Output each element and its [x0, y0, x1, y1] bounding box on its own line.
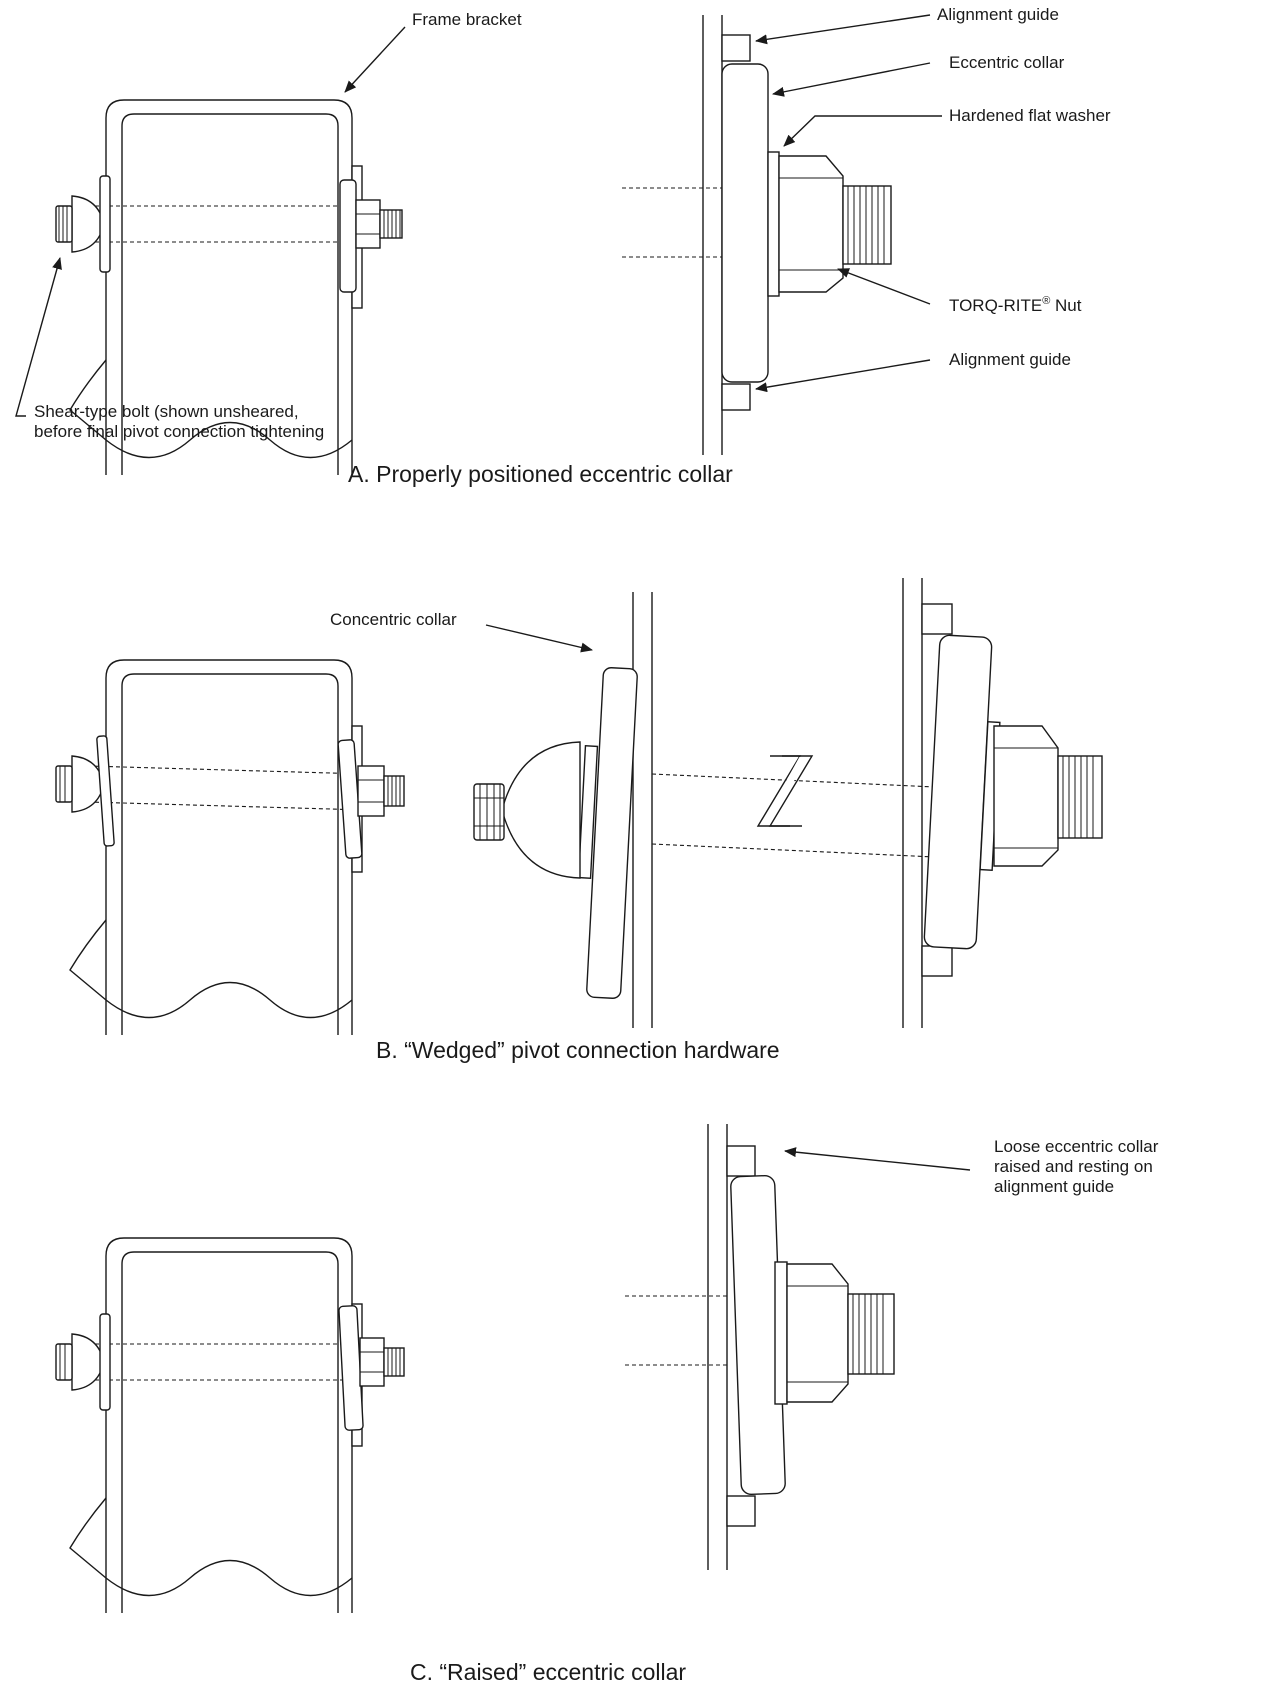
alignment-guide-top-c	[726, 1145, 756, 1177]
frame-bracket-arrow	[344, 26, 406, 93]
hardened-washer-c	[774, 1261, 788, 1405]
bracket-side-view-c	[55, 1237, 405, 1613]
concentric-collar-b	[586, 667, 638, 999]
bolt-thread-b	[1057, 755, 1103, 839]
hardened-washer-label: Hardened flat washer	[949, 106, 1111, 125]
shank-dash-bottom-b	[651, 843, 936, 858]
concentric-collar-label: Concentric collar	[330, 610, 457, 629]
shear-bolt-arrow	[15, 257, 62, 417]
loose-collar-arrow	[784, 1147, 971, 1171]
washer-b-left	[577, 745, 599, 879]
hardened-washer-arrow	[783, 115, 942, 147]
bracket-side-view-b	[55, 659, 405, 1035]
alignment-guide-top-b	[921, 603, 953, 635]
eccentric-collar-a	[721, 63, 769, 383]
alignment-guide-bottom-label: Alignment guide	[949, 350, 1071, 369]
shear-bolt-label-line2: before final pivot connection tightening	[34, 422, 324, 441]
alignment-guide-top-arrow	[755, 14, 931, 45]
alignment-guide-bottom-a	[721, 383, 751, 411]
hardened-washer-a	[767, 151, 780, 297]
torq-rite-nut-b	[993, 725, 1059, 867]
alignment-guide-top-a	[721, 34, 751, 62]
bolt-thread-a	[842, 185, 892, 265]
frame-bracket-label: Frame bracket	[412, 10, 522, 29]
concentric-collar-arrow	[485, 624, 593, 653]
torq-rite-nut-label: TORQ-RITE® Nut	[949, 295, 1082, 315]
eccentric-collar-label: Eccentric collar	[949, 53, 1065, 72]
caption-a: A. Properly positioned eccentric collar	[348, 461, 733, 487]
eccentric-collar-b	[923, 634, 993, 950]
loose-collar-label-line1: Loose eccentric collar	[994, 1137, 1159, 1156]
panel-c: Loose eccentric collar raised and restin…	[55, 1124, 1159, 1685]
shear-bolt-head-b	[501, 741, 581, 879]
caption-c: C. “Raised” eccentric collar	[410, 1659, 686, 1685]
thread-lines-b	[1062, 756, 1094, 838]
panel-a: Frame bracket Shear-type bolt (shown uns…	[15, 5, 1111, 487]
torq-rite-nut-a	[778, 155, 844, 293]
alignment-guide-bottom-c	[726, 1495, 756, 1527]
break-symbol-left	[756, 755, 802, 827]
loose-collar-label-line2: raised and resting on	[994, 1157, 1153, 1176]
shear-bolt-label-line1: Shear-type bolt (shown unsheared,	[34, 402, 299, 421]
alignment-guide-top-label: Alignment guide	[937, 5, 1059, 24]
thread-lines-c	[852, 1294, 884, 1374]
torq-rite-nut-c	[786, 1263, 849, 1403]
torq-rite-nut-arrow	[837, 268, 931, 305]
alignment-guide-bottom-b	[921, 945, 953, 977]
thread-lines-a	[847, 186, 885, 264]
alignment-guide-bottom-arrow	[755, 359, 931, 393]
panel-b: Concentric collar B. “Wedged” pivot conn…	[55, 578, 1103, 1063]
loose-collar-label-line3: alignment guide	[994, 1177, 1114, 1196]
break-symbol-right	[768, 755, 814, 827]
eccentric-collar-arrow	[772, 62, 931, 97]
caption-b: B. “Wedged” pivot connection hardware	[376, 1037, 780, 1063]
